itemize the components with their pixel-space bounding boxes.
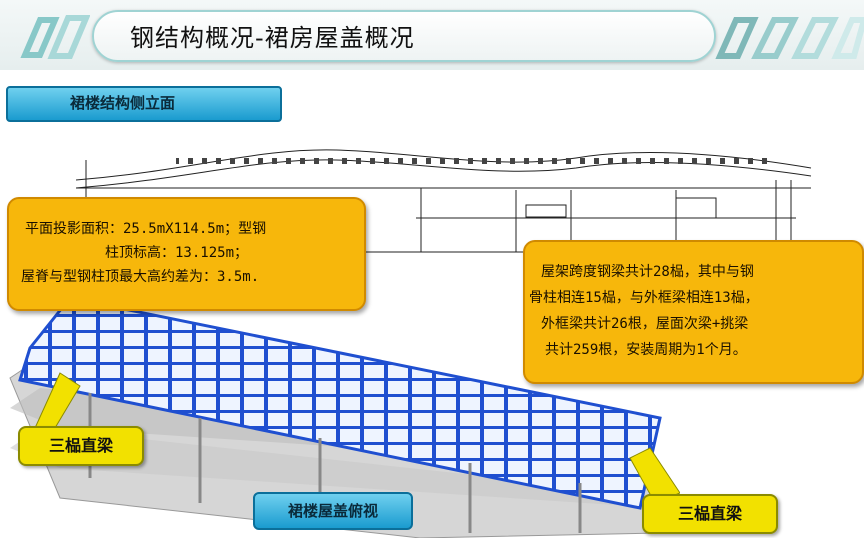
swoosh-shape-4 (751, 17, 799, 59)
bottom-view-tab: 裙楼屋盖俯视 (253, 492, 413, 530)
floor-slab-2 (10, 428, 660, 508)
callout-right-line-1: 屋架跨度钢梁共计28榀，其中与钢 (541, 264, 754, 280)
roof-3d-view (9, 298, 680, 538)
header-decor-left (20, 15, 90, 59)
window-block-2 (525, 204, 567, 218)
pointer-right (629, 447, 680, 504)
callout-left-line-3: 屋脊与型钢柱顶最大高约差为：3.5m. (21, 269, 260, 285)
title-pill (92, 10, 716, 62)
header-decor-right (715, 17, 864, 59)
callout-right: 屋架跨度钢梁共计28榀，其中与钢 骨柱相连15榀，与外框梁相连13榀， 外框梁共… (523, 240, 864, 384)
swoosh-shape-6 (831, 17, 864, 59)
swoosh-shape-2 (47, 15, 90, 59)
callout-right-line-4: 共计259根，安装周期为1个月。 (545, 342, 747, 358)
page-title: 钢结构概况-裙房屋盖概况 (130, 24, 415, 52)
swoosh-shape-3 (715, 17, 759, 59)
callout-right-line-3: 外框梁共计26根，屋面次梁+挑梁 (541, 316, 749, 332)
label-right-beams: 三榀直梁 (642, 494, 778, 534)
section-tab (6, 86, 282, 122)
roof-curve-lower (76, 159, 812, 189)
callout-right-line-2: 骨柱相连15榀，与外框梁相连13榀， (529, 290, 759, 306)
roof-curve-upper (76, 149, 812, 181)
callout-left: 平面投影面积：25.5mX114.5m；型钢 柱顶标高：13.125m； 屋脊与… (7, 197, 366, 311)
swoosh-shape-5 (791, 17, 839, 59)
callout-left-line-2: 柱顶标高：13.125m； (105, 245, 249, 261)
section-tab-label: 裙楼结构侧立面 (70, 94, 176, 112)
window-block-1 (675, 197, 717, 219)
callout-left-line-1: 平面投影面积：25.5mX114.5m；型钢 (25, 221, 267, 237)
swoosh-shape-1 (20, 17, 60, 58)
roof-truss-marks (176, 158, 776, 164)
label-left-beams: 三榀直梁 (18, 426, 144, 466)
